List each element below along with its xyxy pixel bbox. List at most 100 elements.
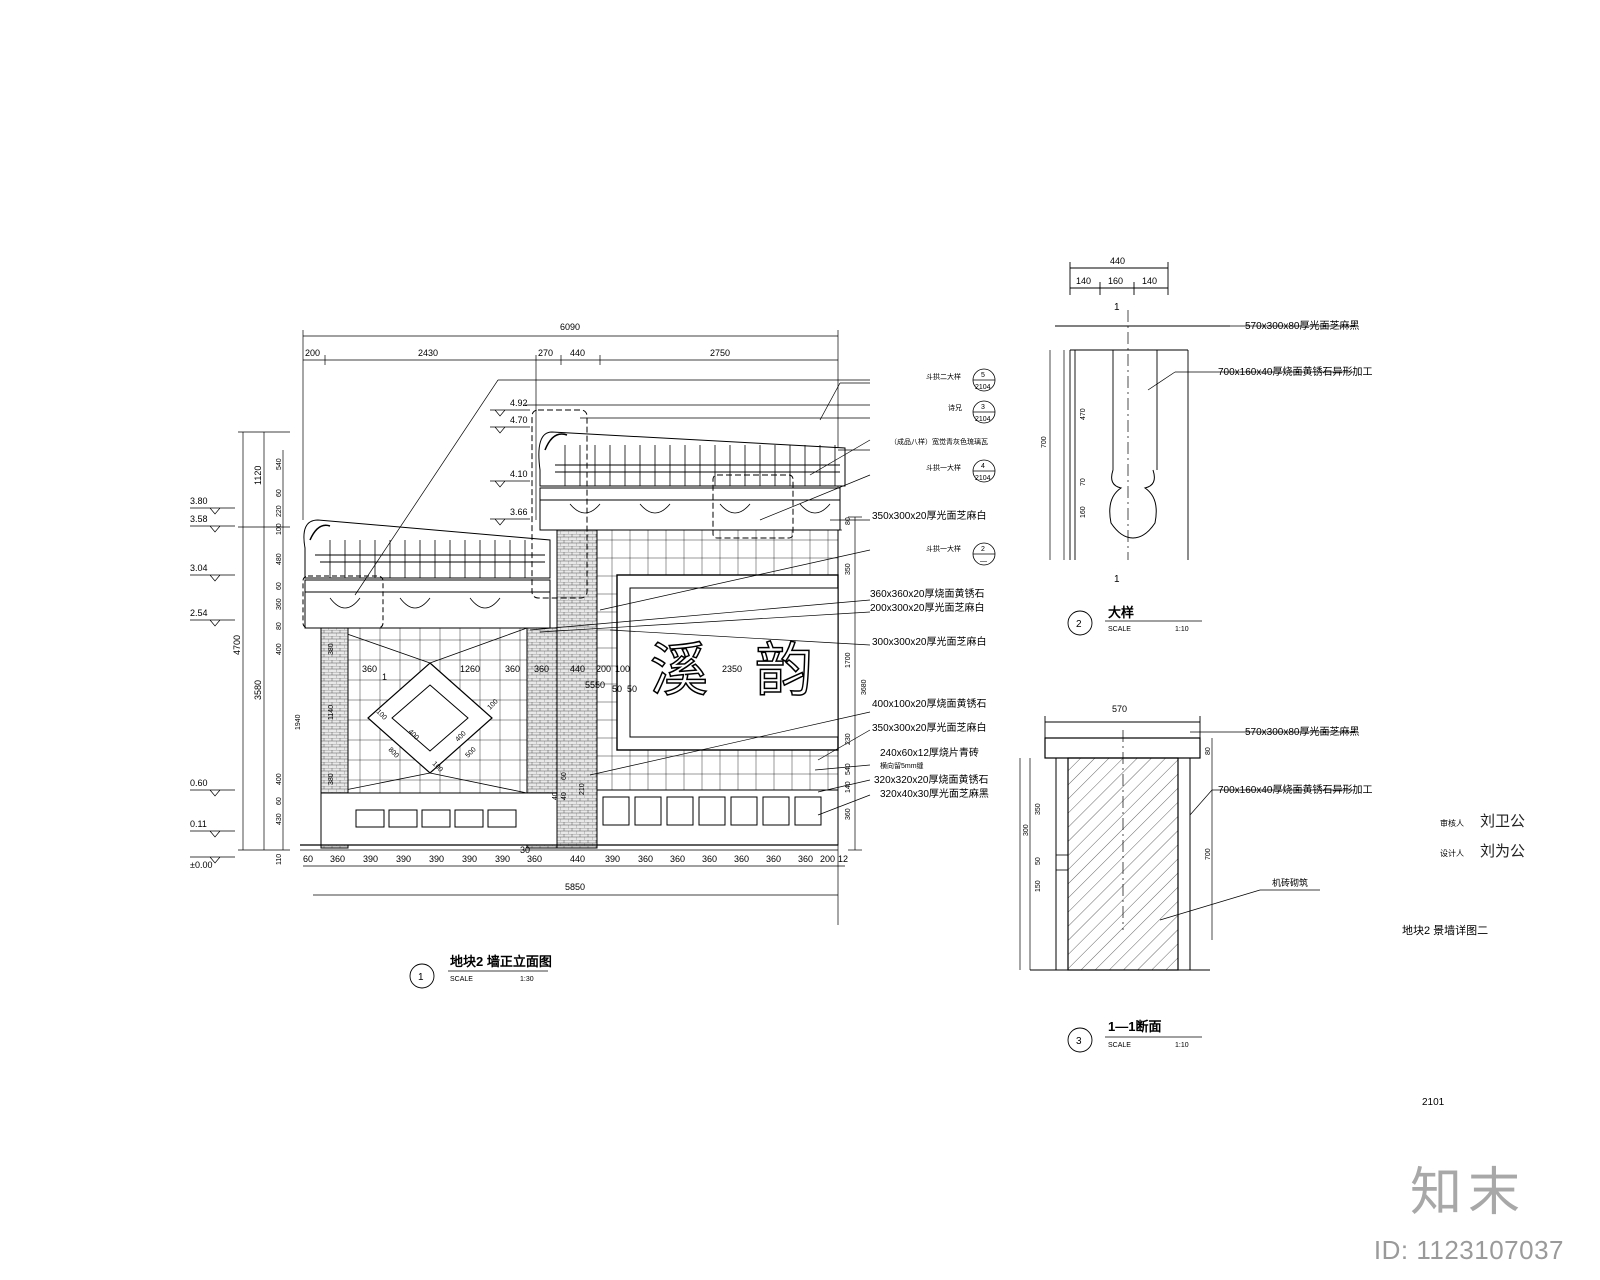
lower-dim: 40 <box>561 792 568 800</box>
level-mark: 0.11 <box>190 819 207 829</box>
level-mark: 3.80 <box>190 496 208 506</box>
ref-num: 3 <box>981 404 985 411</box>
inner-dim: 1260 <box>460 664 480 674</box>
bottom-dimension-chain: 60 360 390 390 390 390 390 360 30 440 39… <box>303 845 848 896</box>
section-dim: 570 <box>1112 704 1127 714</box>
callout: （成品八样）宽觉青灰色琉璃瓦 <box>890 437 988 446</box>
level-mark: 0.60 <box>190 778 208 788</box>
drawing-title: 大样 <box>1108 605 1134 620</box>
section-right-dim: 80 <box>1205 747 1212 755</box>
watermark-logo: 知末 <box>1410 1163 1527 1223</box>
scale-label: SCALE <box>450 976 473 983</box>
inner-dim: 360 <box>534 664 549 674</box>
inner-dim: 360 <box>362 664 377 674</box>
right-dim: 230 <box>845 733 852 745</box>
bottom-dim: 30 <box>520 845 530 855</box>
detail-labels: 440 140 160 140 1 1 700 470 70 160 570x3… <box>1041 256 1373 636</box>
bottom-dim: 440 <box>570 854 585 864</box>
detail-dim: 440 <box>1110 256 1125 266</box>
bottom-dim: 360 <box>527 854 542 864</box>
reviewer-signature: 刘卫公 <box>1480 812 1526 830</box>
section-callout: 570x300x80厚光面芝麻黑 <box>1245 725 1360 738</box>
right-dim: 3680 <box>861 679 868 695</box>
left-total-dim: 4700 <box>232 635 242 655</box>
sheet-title: 地块2 景墙详图二 <box>1402 925 1489 937</box>
bottom-dim: 390 <box>462 854 477 864</box>
drawing-title: 地块2 墙正立面图 <box>450 954 552 969</box>
inner-dim: 50 <box>627 684 637 694</box>
left-dim: 60 <box>276 582 283 590</box>
left-dim: 60 <box>276 489 283 497</box>
right-dim: 360 <box>845 808 852 820</box>
ref-num: 4 <box>981 463 985 470</box>
left-dim: 60 <box>276 797 283 805</box>
section-capstone <box>1044 737 1201 759</box>
left-dim: 220 <box>276 505 283 517</box>
level-mark: 2.54 <box>190 608 208 618</box>
gate-mark: 1 <box>382 672 387 682</box>
detail-side-dim: 470 <box>1080 408 1087 420</box>
left-dim: 430 <box>276 813 283 825</box>
level-mark: 3.66 <box>510 507 528 517</box>
bottom-dim: 12 <box>838 854 848 864</box>
top-dim: 270 <box>538 348 553 358</box>
bottom-dim: 360 <box>702 854 717 864</box>
callout: 240x60x12厚烧片青砖 <box>880 746 979 759</box>
bottom-dim: 60 <box>303 854 313 864</box>
detail-side-dim: 700 <box>1041 436 1048 448</box>
left-dim: 400 <box>276 643 283 655</box>
callout: 350x300x20厚光面芝麻白 <box>872 721 987 734</box>
left-inner-dim: 1140 <box>328 705 335 720</box>
left-total-dim: 1120 <box>253 466 263 485</box>
watermark-id: ID: 1123107037 <box>1373 1235 1564 1265</box>
inner-dim: 50 <box>612 684 622 694</box>
level-mark: 4.10 <box>510 469 528 479</box>
scale-value: 1:10 <box>1175 1042 1189 1049</box>
right-base-band <box>596 789 839 846</box>
inner-dim: 360 <box>505 664 520 674</box>
bottom-dim: 200 <box>820 854 835 864</box>
right-dim: 350 <box>845 563 852 575</box>
detail-dim: 160 <box>1108 276 1123 286</box>
section-left-dim: 150 <box>1035 880 1042 892</box>
calligraphy-char-1: 溪 <box>650 636 708 704</box>
detail-side-dim: 160 <box>1080 506 1087 518</box>
reviewer-role: 审核人 <box>1440 819 1464 828</box>
bottom-dim: 360 <box>798 854 813 864</box>
top-dim: 440 <box>570 348 585 358</box>
drawing-number: 1 <box>418 972 424 983</box>
ref-sheet: 2104 <box>975 384 991 391</box>
left-dim: 80 <box>276 622 283 630</box>
section-left-dim: 350 <box>1035 803 1042 815</box>
left-base-band <box>320 792 558 846</box>
right-base-openings <box>602 796 822 826</box>
left-dimension-chain <box>238 431 290 851</box>
sheet-number: 2101 <box>1422 1097 1445 1108</box>
left-dim: 110 <box>276 854 283 865</box>
bottom-dim: 390 <box>429 854 444 864</box>
calligraphy-char-2: 韵 <box>755 636 813 704</box>
callout: 300x300x20厚光面芝麻白 <box>872 635 987 648</box>
section-left-dim: 300 <box>1023 824 1030 836</box>
lower-dim: 210 <box>579 783 586 795</box>
level-mark: 4.92 <box>510 398 528 408</box>
section-drawing <box>1019 716 1355 971</box>
middle-brick-pillar <box>556 529 598 849</box>
callout: 200x300x20厚光面芝麻白 <box>870 601 985 614</box>
bottom-dim: 360 <box>330 854 345 864</box>
left-roof <box>302 519 551 629</box>
left-total-dim: 3580 <box>253 680 263 700</box>
callout: 诗兄 <box>948 403 962 412</box>
bottom-dim: 390 <box>495 854 510 864</box>
inner-dim: 100 <box>615 664 630 674</box>
bottom-dim: 360 <box>670 854 685 864</box>
callout: 360x360x20厚烧面黄锈石 <box>870 587 985 600</box>
bottom-total-dim: 5850 <box>565 882 585 892</box>
right-dim: 80 <box>845 517 852 525</box>
front-elevation: 溪 韵 <box>238 330 871 925</box>
ref-sheet: 2104 <box>975 475 991 482</box>
right-dim: 1700 <box>845 652 852 668</box>
level-marks: 4.92 4.70 4.10 3.66 3.80 3.58 3.04 2.54 … <box>190 398 530 870</box>
callout: 400x100x20厚烧面黄锈石 <box>872 697 987 710</box>
